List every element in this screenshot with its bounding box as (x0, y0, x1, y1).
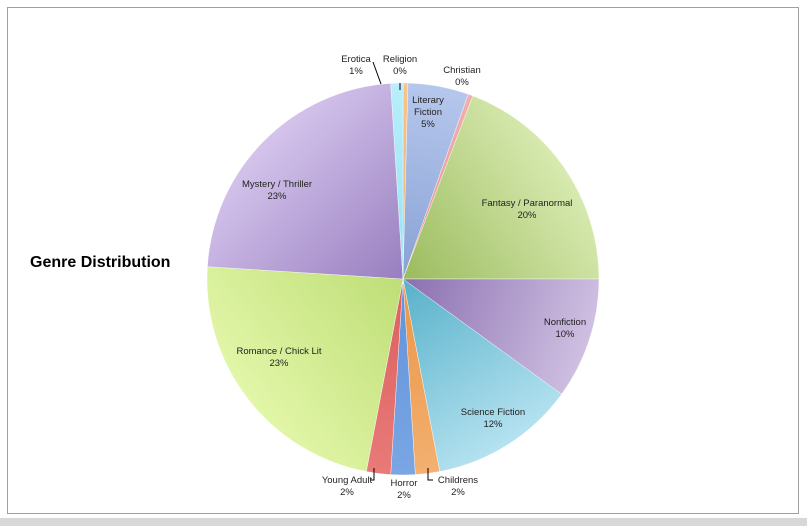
slice-percent-label: 20% (517, 210, 537, 221)
slice-name-label: Religion (383, 54, 417, 65)
slice-name-label: Childrens (438, 475, 478, 486)
leader-line (372, 61, 382, 85)
slice-percent-label: 2% (451, 487, 465, 498)
slice-name-label: Fantasy / Paranormal (482, 198, 573, 209)
slice-name-label: Erotica (341, 54, 371, 65)
chart-title: Genre Distribution (30, 254, 171, 271)
leader-line (427, 468, 433, 481)
slice-name-label: Literary (412, 95, 444, 106)
slice-percent-label: 12% (483, 419, 503, 430)
slice-percent-label: 23% (267, 191, 287, 202)
slice-percent-label: 5% (421, 119, 435, 130)
slice-name-label: Fiction (414, 107, 442, 118)
slice-percent-label: 23% (269, 358, 289, 369)
slice-percent-label: 10% (555, 329, 575, 340)
slice-percent-label: 0% (455, 77, 469, 88)
slice-name-label: Science Fiction (461, 407, 525, 418)
leader-line (370, 468, 375, 481)
slice-name-label: Mystery / Thriller (242, 179, 312, 190)
slice-name-label: Horror (391, 478, 418, 489)
pie-slice-fantasy-paranormal (402, 95, 600, 280)
chart-frame (7, 7, 799, 514)
slice-name-label: Christian (443, 65, 481, 76)
pie-slice-romance-chick-lit (206, 266, 404, 472)
pie-slice-erotica (390, 82, 404, 280)
pie-slice-nonfiction (402, 278, 600, 395)
slice-percent-label: 1% (349, 66, 363, 77)
slice-percent-label: 2% (397, 490, 411, 501)
slice-name-label: Young Adult (322, 475, 373, 486)
slice-name-label: Romance / Chick Lit (236, 346, 321, 357)
pie-slice-science-fiction (402, 278, 562, 472)
slice-name-label: Nonfiction (544, 317, 586, 328)
bottom-divider (0, 518, 807, 526)
pie-slice-mystery-thriller (207, 83, 404, 280)
slice-percent-label: 2% (340, 487, 354, 498)
slice-percent-label: 0% (393, 66, 407, 77)
